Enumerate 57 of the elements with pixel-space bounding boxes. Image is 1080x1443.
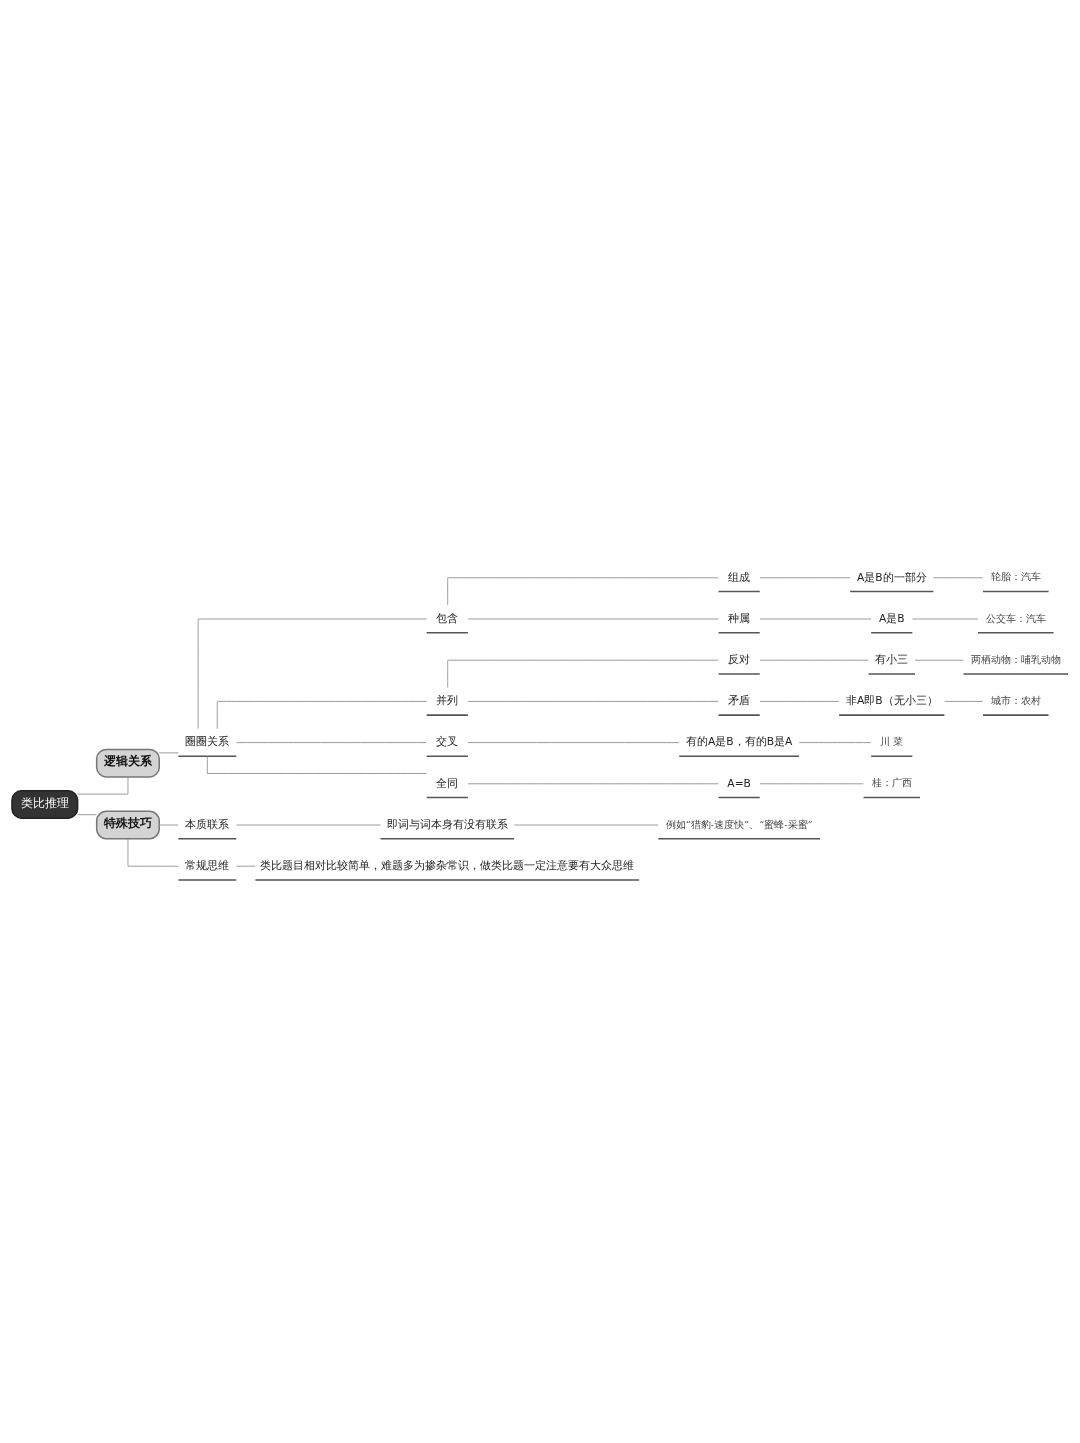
node-text: 非A即B（无小三） [845, 693, 938, 707]
node-text: 圈圈关系 [185, 734, 230, 748]
node-text: 反对 [728, 652, 751, 666]
node-text: 类比题目相对比较简单，难题多为掺杂常识，做类比题一定注意要有大众思维 [260, 858, 635, 872]
connector [467, 618, 719, 619]
node-text: 公交车：汽车 [985, 612, 1046, 624]
connector [798, 741, 872, 743]
connector [759, 700, 840, 702]
node-text: 桂：广西 [871, 776, 912, 788]
connector [206, 755, 428, 774]
connector [158, 751, 179, 753]
node-box: 逻辑关系 [95, 748, 160, 778]
connector [759, 782, 864, 784]
node-text: 常规思维 [185, 858, 230, 872]
node-text: 城市：农村 [990, 694, 1041, 706]
connector [77, 813, 97, 815]
node-text: A是B [878, 611, 905, 625]
node-text: 矛盾 [728, 693, 751, 707]
connector [759, 576, 851, 578]
node-text: A=B [727, 776, 751, 790]
node-text: 并列 [436, 693, 459, 707]
node-text: 川 菜 [880, 735, 904, 747]
node-text: 有小三 [875, 652, 909, 666]
node-text: 本质联系 [185, 817, 230, 831]
connector [759, 659, 869, 661]
node-text: 即词与词本身有没有联系 [386, 817, 508, 831]
connector [236, 865, 256, 867]
node-text: 例如“猎豹-速度快”、“蜜蜂-采蜜” [665, 818, 813, 830]
node-text: 全同 [436, 776, 459, 790]
connector [914, 659, 964, 661]
connector [127, 837, 179, 867]
node-text: 有的A是B，有的B是A [686, 734, 793, 748]
node-text: A是B的一部分 [856, 570, 927, 584]
node-text: 组成 [728, 570, 751, 584]
connector [77, 776, 129, 795]
node-text: 种属 [728, 611, 751, 625]
connector [447, 659, 719, 688]
connector [759, 618, 872, 619]
connector [216, 700, 428, 729]
connector [467, 700, 719, 702]
node-box: 特殊技巧 [95, 810, 160, 839]
node-text: 轮胎：汽车 [990, 570, 1041, 582]
connector [236, 824, 381, 825]
connector [513, 824, 659, 825]
connector [932, 576, 984, 578]
connector [467, 741, 680, 743]
connector [197, 618, 427, 729]
connector [467, 782, 719, 784]
connector [944, 700, 984, 702]
connector [912, 618, 979, 619]
node-text: 交叉 [436, 734, 459, 748]
connector [447, 576, 719, 606]
node-text: 两栖动物：哺乳动物 [970, 653, 1061, 665]
node-text: 包含 [436, 611, 459, 625]
node-box: 类比推理 [11, 789, 79, 819]
connector [158, 824, 179, 825]
connector [236, 741, 427, 743]
